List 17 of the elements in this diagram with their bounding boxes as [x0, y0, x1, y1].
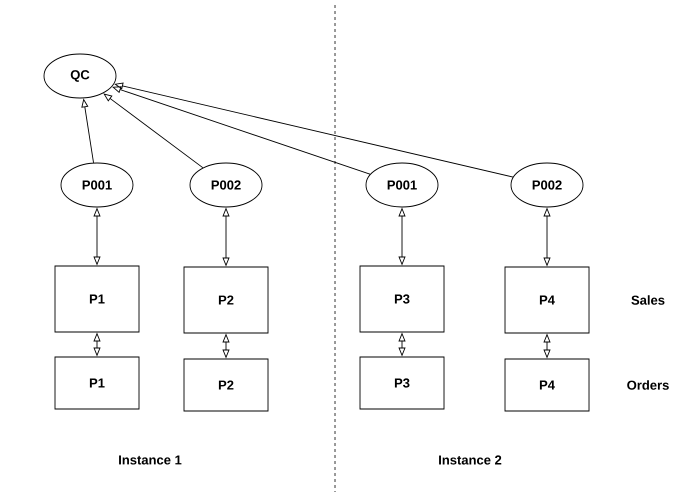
- process-box: P1: [54, 356, 140, 410]
- text-label: Instance 1: [119, 455, 182, 465]
- ellipse-node: P002: [190, 162, 262, 208]
- ellipse-node: P002: [510, 162, 584, 208]
- process-box: P2: [184, 266, 268, 334]
- process-box: P1: [54, 266, 140, 332]
- process-box: P3: [360, 266, 444, 332]
- ellipse-node: QC: [44, 54, 116, 98]
- text-label: Orders: [627, 380, 669, 390]
- process-box: P4: [504, 266, 590, 334]
- text-label: Instance 2: [439, 455, 502, 465]
- text-label: Sales: [631, 295, 664, 305]
- ellipse-node: P001: [60, 162, 134, 208]
- process-box: P3: [360, 356, 444, 410]
- ellipse-node: P001: [366, 162, 438, 208]
- process-box: P4: [504, 358, 590, 412]
- process-box: P2: [184, 358, 268, 412]
